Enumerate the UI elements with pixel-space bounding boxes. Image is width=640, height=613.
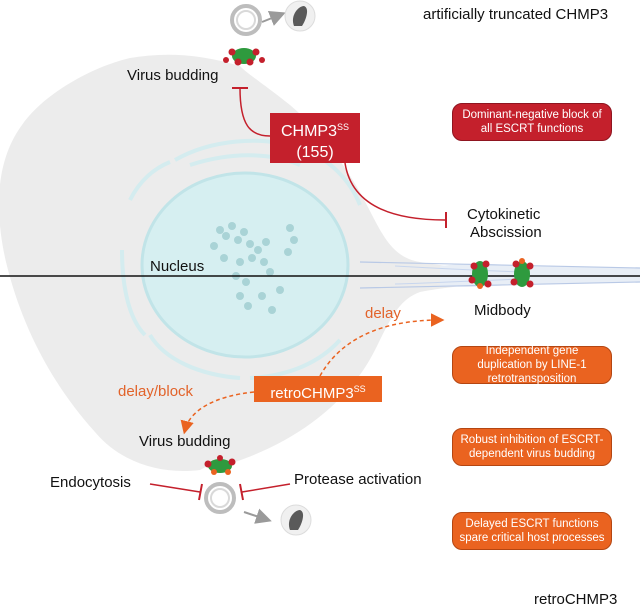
nucleus: [140, 171, 350, 359]
callout-gene-duplication: Independent gene duplication by LINE-1 r…: [452, 345, 612, 385]
retrochmp3-superscript: SS: [353, 384, 366, 394]
inhibit-abscission-line: [344, 162, 446, 221]
virus-budding-top-label: Virus budding: [127, 67, 219, 84]
virion-bottom: [280, 504, 312, 536]
endocytosis-line: [149, 483, 201, 493]
retrochmp3-ss-box: retroCHMP3SS: [254, 376, 382, 402]
abscission-label: Abscission: [470, 224, 542, 241]
callout-robust-inhibition: Robust inhibition of ESCRT-dependent vir…: [452, 428, 612, 466]
endocytosis-bar: [198, 483, 203, 501]
retrochmp3-name: retroCHMP3: [270, 385, 354, 402]
midbody-bridge-lines-2: [394, 265, 521, 285]
protease-activation-label: Protease activation: [294, 471, 422, 488]
midbody-escrt-right: [510, 258, 534, 288]
callout-dominant-negative: Dominant-negative block of all ESCRT fun…: [452, 103, 612, 141]
midbody-label: Midbody: [474, 302, 531, 319]
inhibit-virus-budding-line: [239, 87, 271, 137]
title-top: artificially truncated CHMP3: [423, 6, 609, 23]
chmp3-name-line: CHMP3SS: [270, 117, 360, 142]
chromatin: [210, 222, 298, 314]
delay-block-label: delay/block: [118, 383, 194, 400]
chmp3-number: (155): [296, 144, 334, 161]
cytokinetic-label: Cytokinetic: [467, 206, 541, 223]
title-bottom: retroCHMP3: [534, 591, 618, 608]
virion-top: [284, 0, 316, 32]
chmp3-name: CHMP3: [280, 123, 337, 140]
delay-arrow: [319, 313, 445, 377]
delay-block-arrow: [180, 391, 255, 435]
endocytosis-label: Endocytosis: [50, 474, 131, 491]
virus-budding-bottom-label: Virus budding: [139, 433, 231, 450]
protease-bar: [239, 483, 244, 501]
nucleus-label: Nucleus: [150, 258, 205, 275]
delay-label: delay: [365, 305, 401, 322]
callout-delayed-escrt: Delayed ESCRT functions spare critical h…: [452, 512, 612, 550]
bottom-budding-site: [204, 455, 272, 524]
midbody-escrt-left: [468, 260, 492, 289]
chmp3-superscript: SS: [337, 122, 350, 132]
top-budding-site: [223, 4, 286, 66]
chmp3-ss-box: CHMP3SS (155): [270, 113, 360, 163]
protease-line: [241, 483, 291, 493]
